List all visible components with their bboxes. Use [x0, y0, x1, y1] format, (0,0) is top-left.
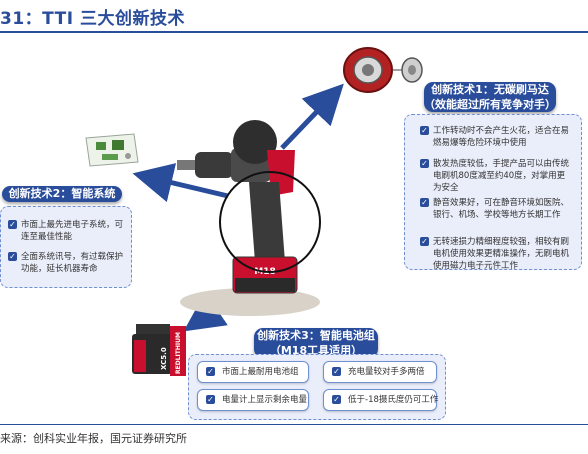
innovation3-title: 创新技术3：智能电池组 （M18工具适用） — [254, 328, 378, 358]
check-icon: ✓ — [332, 395, 341, 404]
innovation1-title: 创新技术1：无碳刷马达 （效能超过所有竞争对手） — [424, 82, 556, 112]
check-icon: ✓ — [420, 198, 429, 207]
innovation3-item-3: ✓电量计上显示剩余电量 — [197, 389, 309, 411]
arrow-icon — [280, 83, 344, 150]
innovation1-bullet-2: ✓散发热度较低，手提产品可以由传统电刷机80度减至约40度，对掌用更为安全 — [420, 159, 570, 193]
check-icon: ✓ — [420, 237, 429, 246]
footer-divider — [0, 424, 588, 425]
source-note: 来源：创科实业年报，国元证券研究所 — [0, 432, 187, 445]
innovation3-title-line1: 创新技术3：智能电池组 — [257, 329, 375, 342]
check-icon: ✓ — [8, 220, 17, 229]
innovation2-bullet-2: ✓全面系统讯号，有过载保护功能，延长机器寿命 — [8, 252, 124, 274]
check-icon: ✓ — [420, 159, 429, 168]
innovation2-card: ✓市面上最先进电子系统，可连至最佳性能 ✓全面系统讯号，有过载保护功能，延长机器… — [0, 206, 132, 288]
innovation1-bullet-4: ✓无转速损力精细程度较强，相较有刷电机使用效果更精准操作，无刷电机使用磁力电子元… — [420, 237, 570, 271]
innovation2-bullet-1: ✓市面上最先进电子系统，可连至最佳性能 — [8, 220, 124, 242]
circuit-board-image — [85, 133, 139, 167]
innovation1-bullet-3: ✓静音效果好，可在静音环境如医院、银行、机场、学校等地方长期工作 — [420, 198, 570, 220]
check-icon: ✓ — [8, 252, 17, 261]
check-icon: ✓ — [420, 126, 429, 135]
innovation1-title-line1: 创新技术1：无碳刷马达 — [431, 83, 549, 96]
innovation1-title-line2: （效能超过所有竞争对手） — [424, 98, 556, 111]
battery-pack-image: REDLITHIUM XC5.0 — [132, 324, 186, 376]
page-title: 31：TTI 三大创新技术 — [0, 9, 185, 29]
brushless-motor-image — [343, 47, 423, 93]
innovation3-item-2: ✓充电量较对手多两倍 — [323, 361, 437, 383]
innovation3-item-1: ✓市面上最耐用电池组 — [197, 361, 309, 383]
innovation2-title: 创新技术2：智能系统 — [2, 186, 122, 202]
check-icon: ✓ — [206, 367, 215, 376]
check-icon: ✓ — [206, 395, 215, 404]
check-icon: ✓ — [332, 367, 341, 376]
title-divider — [0, 31, 588, 33]
innovation3-title-line2: （M18工具适用） — [269, 344, 363, 357]
battery-brand-label: REDLITHIUM — [175, 332, 182, 374]
innovation1-bullet-1: ✓工作转动时不会产生火花，适合在易燃易爆等危险环境中使用 — [420, 126, 570, 148]
innovation1-card: ✓工作转动时不会产生火花，适合在易燃易爆等危险环境中使用 ✓散发热度较低，手提产… — [404, 114, 582, 271]
innovation3-card: ✓市面上最耐用电池组 ✓充电量较对手多两倍 ✓电量计上显示剩余电量 ✓低于-18… — [188, 354, 446, 420]
arrow-icon — [132, 163, 229, 203]
drill-image: M18 — [177, 120, 321, 316]
innovation3-item-4: ✓低于-18摄氏度仍可工作 — [323, 389, 438, 411]
battery-model-label: XC5.0 — [160, 347, 168, 370]
